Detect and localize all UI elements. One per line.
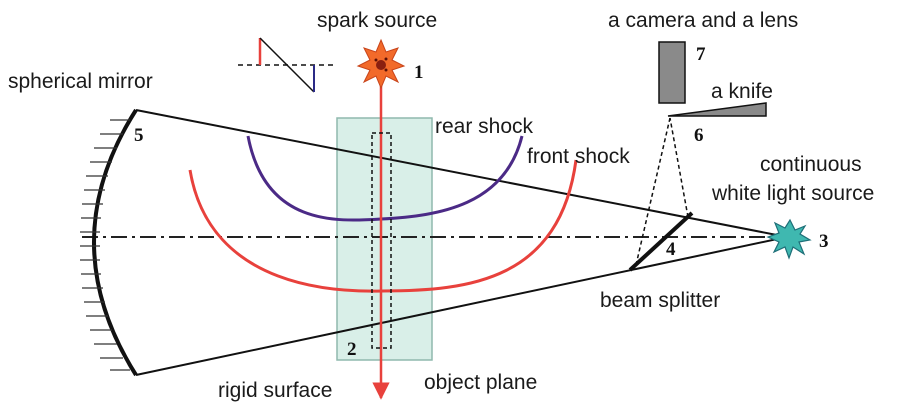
beam-upper-line [135, 109, 783, 237]
beam-lower-line [135, 237, 783, 376]
label-white-light-source: white light source [711, 182, 874, 205]
beam-splitter-plate [628, 211, 694, 272]
label-rear-shock: rear shock [435, 115, 534, 138]
label-object-plane: object plane [424, 371, 537, 394]
label-spark-source: spark source [317, 9, 437, 32]
callout-7: 7 [696, 44, 706, 65]
spark-source-icon [356, 38, 406, 90]
light-source-icon [766, 218, 812, 260]
label-front-shock: front shock [527, 145, 630, 168]
callout-2: 2 [347, 339, 357, 360]
label-rigid-surface: rigid surface [218, 379, 332, 402]
knife-ray-left [635, 117, 671, 266]
knife-ray-right [669, 117, 689, 218]
callout-5: 5 [134, 125, 144, 146]
label-knife: a knife [711, 80, 773, 103]
knife-icon [667, 102, 767, 117]
label-spherical-mirror: spherical mirror [8, 70, 153, 93]
camera-icon [658, 41, 686, 104]
callout-3: 3 [819, 231, 829, 252]
label-beam-splitter: beam splitter [600, 289, 720, 312]
spherical-mirror [80, 108, 138, 377]
object-plane-rect [336, 117, 433, 361]
callout-4: 4 [666, 239, 676, 260]
label-camera-lens: a camera and a lens [608, 9, 798, 32]
pressure-waveform-icon [238, 37, 335, 93]
rigid-surface-strip [371, 132, 392, 349]
callout-6: 6 [694, 125, 704, 146]
label-continuous: continuous [760, 153, 862, 176]
callout-1: 1 [414, 62, 424, 83]
